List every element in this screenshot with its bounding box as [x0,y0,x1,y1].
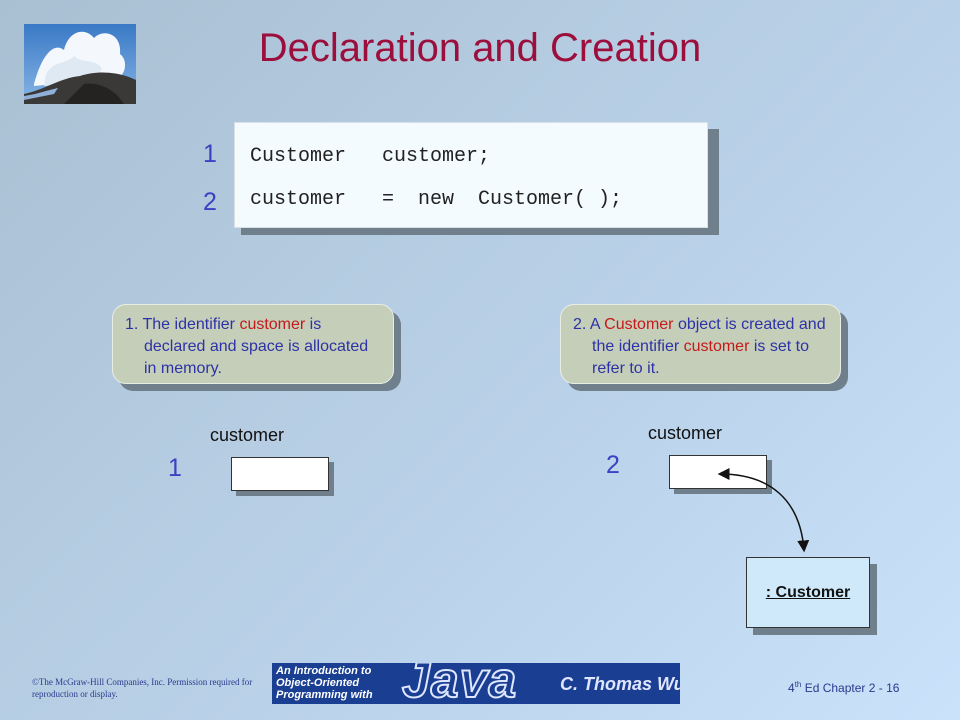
code-line-declaration: Customer customer; [250,145,491,168]
copyright-notice: ©The McGraw-Hill Companies, Inc. Permiss… [32,677,253,699]
customer-object-box: : Customer [746,557,870,628]
banner-author: C. Thomas Wu [560,674,680,694]
variable-label: customer [648,423,723,443]
page-reference: 4th Ed Chapter 2 - 16 [788,680,900,695]
variable-label: customer [210,425,285,445]
wave-photo-icon [24,24,136,104]
identifier-highlight: customer [683,338,750,355]
code-line-creation: customer = new Customer( ); [250,188,623,211]
callout-creation-text: 2. A Customer object is created and the … [573,316,826,377]
variable-box-empty [231,457,329,491]
banner-java-logo: Java [401,663,518,704]
callout-declaration-text: 1. The identifier customer is declared a… [125,316,369,377]
banner-text-line: Object-Oriented [276,677,360,689]
callout-creation: 2. A Customer object is created and the … [560,304,841,384]
code-line-number-2: 2 [203,188,217,216]
object-label: : Customer [765,583,851,601]
banner-text-line: An Introduction to [276,665,372,677]
diagram-step-number-2: 2 [606,451,620,479]
diagram-step-number-1: 1 [168,454,182,482]
class-highlight: Customer [604,316,674,333]
code-box: Customer customer; customer = new Custom… [234,122,708,228]
slide-title: Declaration and Creation [258,26,702,70]
code-line-number-1: 1 [203,140,217,168]
reference-arrow-icon [717,468,810,553]
callout-declaration: 1. The identifier customer is declared a… [112,304,394,384]
banner-text-line: Programming with [276,689,373,701]
book-banner: An Introduction to Object-Oriented Progr… [272,663,680,704]
identifier-highlight: customer [239,316,306,333]
